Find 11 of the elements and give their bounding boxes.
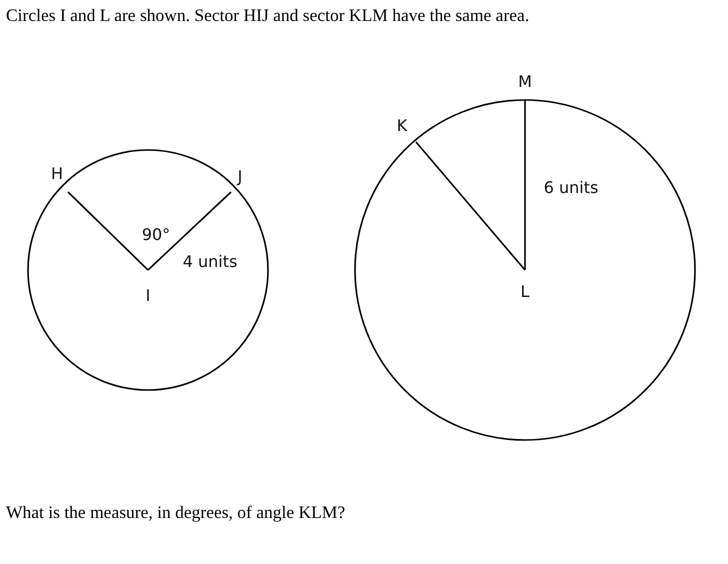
question-text: What is the measure, in degrees, of angle KLM? bbox=[6, 502, 346, 523]
point-label: L bbox=[520, 284, 530, 300]
title: Circles I and L are shown. Sector HIJ and sector KLM have the same area. bbox=[6, 5, 530, 26]
point-label: K bbox=[396, 118, 408, 134]
point-label: 90° bbox=[142, 227, 170, 243]
point-label: H bbox=[50, 166, 64, 182]
point-label: I bbox=[146, 288, 150, 304]
point-label: 6 units bbox=[544, 180, 598, 196]
point-label: 4 units bbox=[182, 254, 238, 270]
point-label: J bbox=[238, 169, 242, 185]
point-label: M bbox=[518, 74, 532, 90]
